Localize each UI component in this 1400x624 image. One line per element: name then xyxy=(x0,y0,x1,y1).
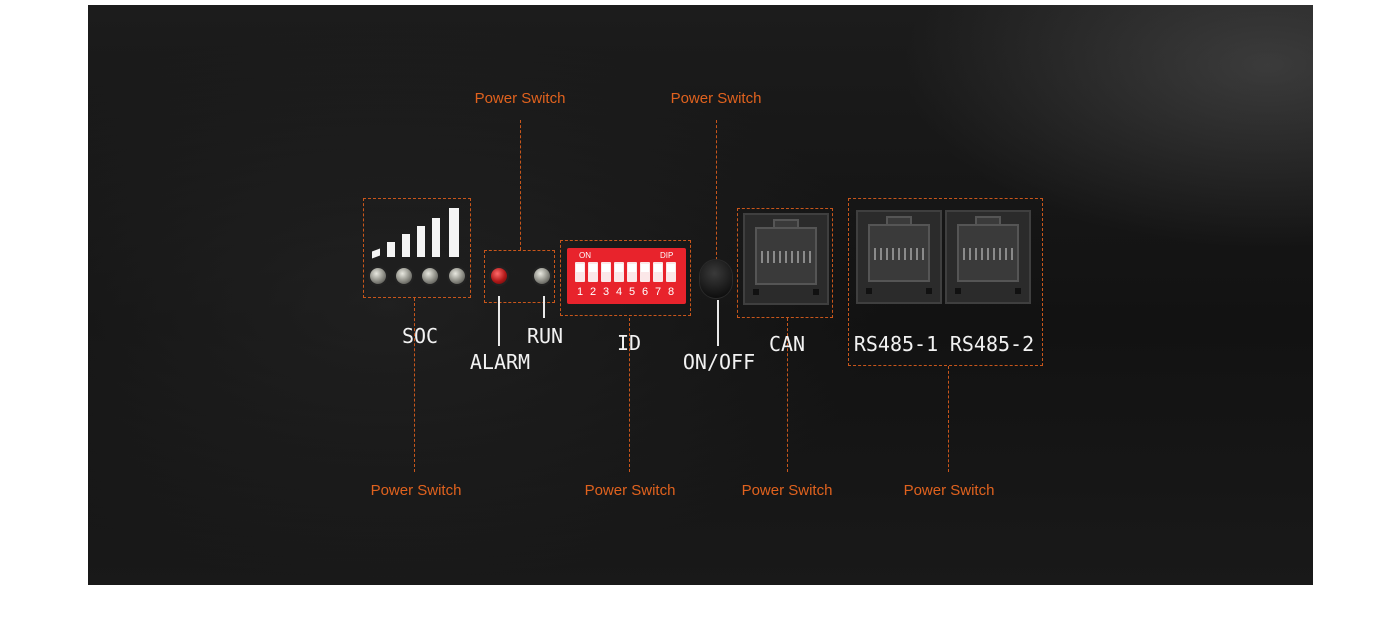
dip-toggle-4[interactable] xyxy=(614,262,624,282)
rs485-1-port-led-right xyxy=(926,288,932,294)
soc-bar-5 xyxy=(432,218,440,257)
can-port-pins xyxy=(761,251,811,263)
dip-on-label: ON xyxy=(579,251,591,260)
alarm-label: ALARM xyxy=(469,350,531,374)
run-pointer-line xyxy=(543,296,545,318)
dip-switch[interactable]: ON DIP 1 2 3 4 5 6 7 8 xyxy=(567,248,686,304)
rs485-2-port-latch xyxy=(975,216,1001,226)
callout-onoff: Power Switch xyxy=(670,90,762,107)
callout-id: Power Switch xyxy=(584,482,676,499)
soc-led-1 xyxy=(370,268,386,284)
alarm-pointer-line xyxy=(498,296,500,346)
can-label: CAN xyxy=(768,332,806,356)
leader-rs485 xyxy=(948,366,949,472)
can-port-latch xyxy=(773,219,799,229)
rs485-2-port-pins xyxy=(963,248,1013,260)
run-label: RUN xyxy=(526,324,564,348)
dip-toggle-3[interactable] xyxy=(601,262,611,282)
callout-rs485: Power Switch xyxy=(903,482,995,499)
can-box xyxy=(737,208,833,318)
rs485-1-label: RS485-1 xyxy=(853,332,939,356)
id-box xyxy=(560,240,691,316)
dip-number: 1 xyxy=(576,286,584,298)
id-label: ID xyxy=(616,331,642,355)
onoff-pointer-line xyxy=(717,300,719,346)
dip-number: 2 xyxy=(589,286,597,298)
rs485-2-port-led-left xyxy=(955,288,961,294)
dip-number: 8 xyxy=(667,286,675,298)
rs485-2-label: RS485-2 xyxy=(949,332,1035,356)
dip-number: 5 xyxy=(628,286,636,298)
leader-onoff xyxy=(716,120,717,260)
dip-toggle-6[interactable] xyxy=(640,262,650,282)
rs485-1-port-pins xyxy=(874,248,924,260)
soc-bar-6 xyxy=(449,208,459,257)
can-port-led-right xyxy=(813,289,819,295)
soc-led-2 xyxy=(396,268,412,284)
callout-can: Power Switch xyxy=(741,482,833,499)
soc-bar-4 xyxy=(417,226,425,257)
run-led xyxy=(534,268,550,284)
leader-soc xyxy=(414,298,415,472)
power-button[interactable] xyxy=(700,260,732,298)
onoff-label: ON/OFF xyxy=(682,350,756,374)
dip-toggle-5[interactable] xyxy=(627,262,637,282)
soc-box xyxy=(363,198,471,298)
leader-alarm-run xyxy=(520,120,521,250)
callout-alarm-run: Power Switch xyxy=(474,90,566,107)
rs485-1-port-latch xyxy=(886,216,912,226)
battery-front-panel xyxy=(88,5,1313,585)
alarm-run-box xyxy=(484,250,555,303)
dip-number: 7 xyxy=(654,286,662,298)
soc-bar-2 xyxy=(387,242,395,257)
can-port[interactable] xyxy=(743,213,829,305)
dip-toggle-8[interactable] xyxy=(666,262,676,282)
alarm-led xyxy=(491,268,507,284)
dip-number: 4 xyxy=(615,286,623,298)
rs485-1-port[interactable] xyxy=(856,210,942,304)
dip-toggle-7[interactable] xyxy=(653,262,663,282)
soc-label: SOC xyxy=(401,324,439,348)
rs485-2-port-led-right xyxy=(1015,288,1021,294)
dip-number: 6 xyxy=(641,286,649,298)
dip-toggle-1[interactable] xyxy=(575,262,585,282)
rs485-1-port-led-left xyxy=(866,288,872,294)
can-port-led-left xyxy=(753,289,759,295)
soc-bar-3 xyxy=(402,234,410,257)
dip-number: 3 xyxy=(602,286,610,298)
dip-toggle-2[interactable] xyxy=(588,262,598,282)
callout-soc: Power Switch xyxy=(370,482,462,499)
rs485-box xyxy=(848,198,1043,366)
leader-id xyxy=(629,318,630,472)
soc-led-3 xyxy=(422,268,438,284)
rs485-2-port[interactable] xyxy=(945,210,1031,304)
leader-can xyxy=(787,318,788,472)
dip-dip-label: DIP xyxy=(660,251,674,260)
soc-led-4 xyxy=(449,268,465,284)
